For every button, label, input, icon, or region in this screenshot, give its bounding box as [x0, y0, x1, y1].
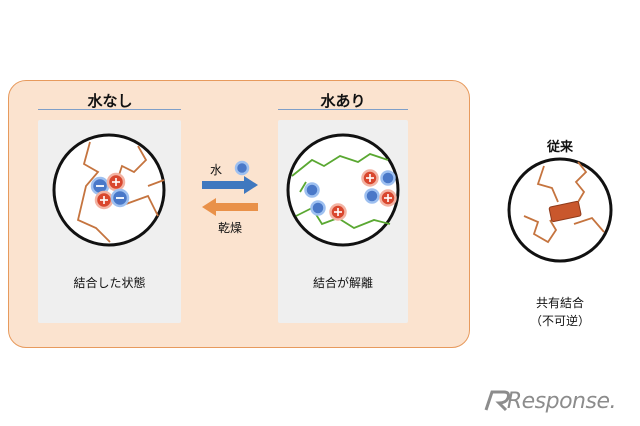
dissociated-state-illustration	[286, 133, 400, 247]
response-watermark: Response.	[506, 389, 617, 414]
dry-arrow	[202, 198, 258, 216]
dry-arrow-label: 乾燥	[217, 221, 242, 235]
response-logo-icon	[484, 390, 510, 412]
heading-conventional: 従来	[546, 140, 573, 155]
conventional-caption-line2: （不可逆）	[529, 314, 590, 328]
conventional-caption-line1: 共有結合	[535, 296, 584, 310]
caption-with-water: 結合が解離	[312, 276, 373, 290]
water-droplet-icon	[234, 160, 250, 176]
water-arrow-label: 水	[210, 163, 223, 177]
heading-underline-without-water	[38, 109, 181, 110]
ion-cluster	[90, 172, 130, 210]
covalent-bond-block	[548, 200, 582, 223]
bonded-state-illustration	[52, 133, 166, 247]
heading-underline-with-water	[278, 109, 408, 110]
dispersed-ions	[304, 169, 397, 221]
water-arrow	[202, 176, 258, 194]
heading-without-water: 水なし	[87, 92, 133, 110]
covalent-bond-illustration	[507, 157, 613, 263]
caption-without-water: 結合した状態	[73, 276, 146, 290]
heading-with-water: 水あり	[320, 92, 366, 110]
